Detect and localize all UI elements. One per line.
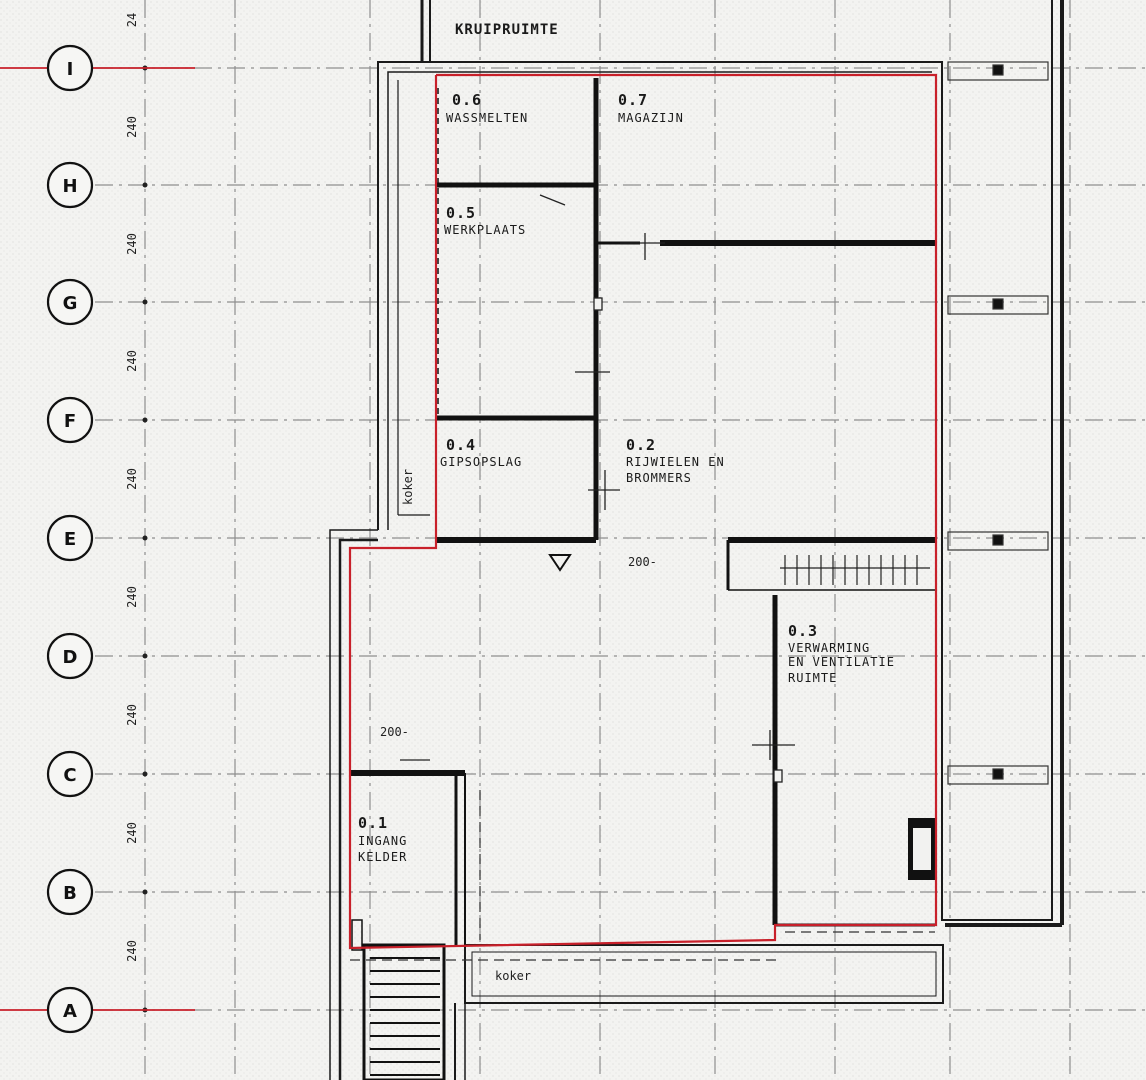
spacing-label-gf: 240	[125, 350, 139, 372]
room-02-number: 0.2	[626, 436, 656, 454]
room-03-number: 0.3	[788, 622, 818, 640]
axis-label-i: I	[67, 59, 74, 80]
axis-label-a: A	[63, 1001, 77, 1022]
level-marker	[548, 554, 572, 572]
axis-label-f: F	[64, 411, 76, 432]
boiler-inner	[913, 828, 931, 870]
vent-ducts	[947, 61, 1049, 785]
room-06-number: 0.6	[452, 91, 482, 109]
axis-spacing-labels: 24 240 240 240 240 240 240 240 240	[125, 13, 139, 962]
axis-bubbles	[46, 44, 94, 1034]
stair-upper	[780, 555, 930, 585]
axis-label-h: H	[62, 176, 77, 197]
room-03-name-2: EN VENTILATIE	[788, 655, 895, 669]
spacing-label-ed: 240	[125, 586, 139, 608]
room-05-name: WERKPLAATS	[444, 223, 526, 237]
axis-label-d: D	[63, 647, 78, 668]
dimension-label-entrance: 200-	[380, 725, 409, 739]
room-02-name-1: RIJWIELEN EN	[626, 455, 725, 469]
spacing-label-dc: 240	[125, 704, 139, 726]
spacing-label-fe: 240	[125, 468, 139, 490]
exterior-walls	[329, 0, 1064, 1080]
dimension-label-stair: 200-	[628, 555, 657, 569]
room-03-name-3: RUIMTE	[788, 671, 837, 685]
room-03-name-1: VERWARMING	[788, 641, 870, 655]
room-01-number: 0.1	[358, 814, 388, 832]
interior-walls	[350, 78, 935, 945]
room-02-name-2: BROMMERS	[626, 471, 692, 485]
spacing-label-cb: 240	[125, 822, 139, 844]
note-koker-bottom: koker	[495, 969, 531, 983]
dashed-edges	[350, 790, 935, 961]
room-06-name: WASSMELTEN	[446, 111, 528, 125]
axis-label-c: C	[63, 765, 76, 786]
axis-label-e: E	[64, 529, 76, 550]
axis-label-g: G	[63, 293, 78, 314]
axis-labels: I H G F E D C B A	[62, 59, 77, 1022]
spacing-label-ih: 240	[125, 116, 139, 138]
room-labels: KRUIPRUIMTE 0.6 WASSMELTEN 0.7 MAGAZIJN …	[358, 22, 895, 864]
axis-label-b: B	[63, 883, 77, 904]
room-01-name-1: INGANG	[358, 834, 407, 848]
door-marks	[400, 194, 795, 783]
spacing-label-ba: 240	[125, 940, 139, 962]
label-kruipruimte: KRUIPRUIMTE	[455, 22, 559, 38]
note-koker-left: koker	[401, 469, 415, 505]
spacing-label-hg: 240	[125, 233, 139, 255]
basement-perimeter	[348, 73, 938, 950]
room-07-number: 0.7	[618, 91, 648, 109]
room-07-name: MAGAZIJN	[618, 111, 684, 125]
room-01-name-2: KELDER	[358, 850, 407, 864]
room-04-number: 0.4	[446, 436, 476, 454]
room-05-number: 0.5	[446, 204, 476, 222]
room-04-name: GIPSOPSLAG	[440, 455, 522, 469]
spacing-label-top: 24	[125, 13, 139, 27]
stair-entrance	[351, 919, 446, 1080]
